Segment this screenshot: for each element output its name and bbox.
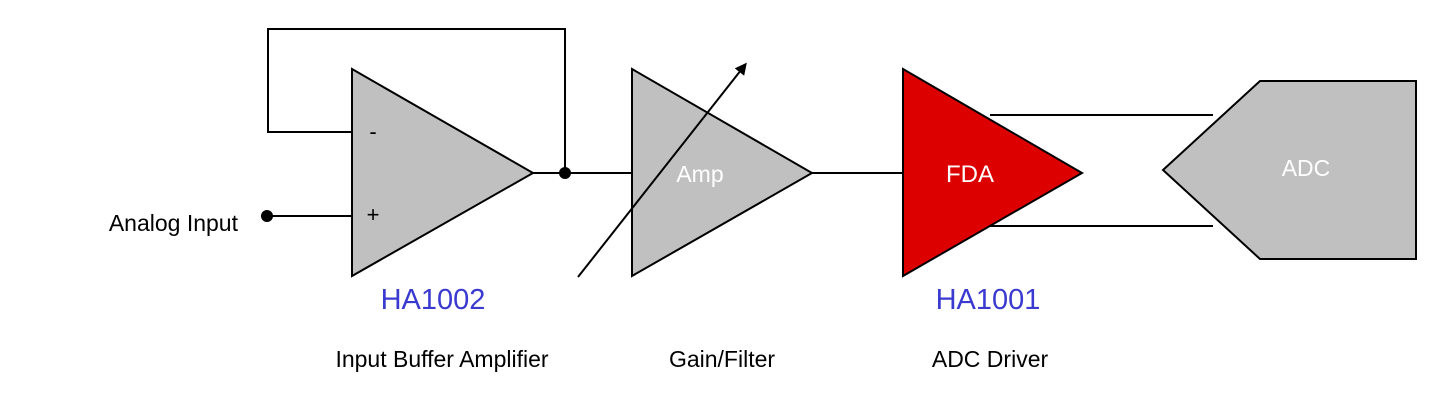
buffer-plus-sign: + <box>367 202 380 227</box>
fda-part-number: HA1001 <box>936 284 1041 316</box>
fda-label: FDA <box>946 161 994 188</box>
fda-symbol <box>902 67 1084 278</box>
buffer-amplifier-symbol <box>351 67 536 278</box>
analog-input-label: Analog Input <box>109 210 239 236</box>
gain-caption: Gain/Filter <box>669 346 775 372</box>
buffer-minus-sign: - <box>369 119 376 144</box>
buffer-part-number: HA1002 <box>381 284 486 316</box>
variable-gain-arrow <box>577 62 747 278</box>
gain-amp-symbol <box>631 67 815 278</box>
buffer-caption: Input Buffer Amplifier <box>335 346 548 372</box>
gain-amp-label: Amp <box>676 161 723 187</box>
adc-label: ADC <box>1282 155 1331 181</box>
fda-caption: ADC Driver <box>932 346 1049 372</box>
feedback-wire <box>267 28 566 173</box>
adc-symbol <box>1161 80 1417 260</box>
